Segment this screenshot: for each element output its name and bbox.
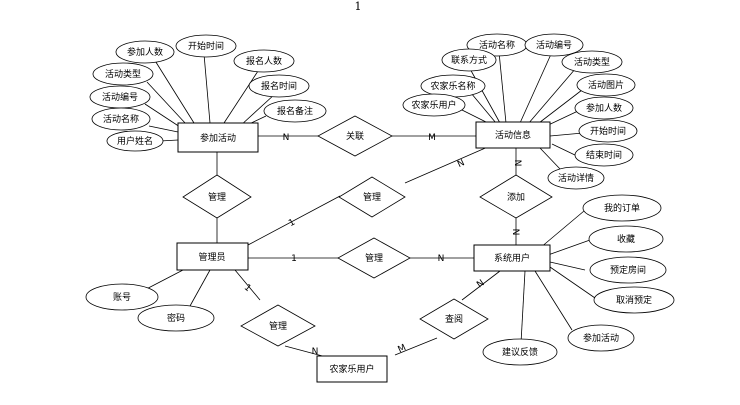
card-assoc-activity: M — [428, 133, 436, 143]
relation-join-manage-label: 管理 — [208, 191, 226, 203]
card-farm-mgr-farm: N — [312, 347, 319, 357]
attr-user-my-orders: 我的订单 — [604, 202, 640, 214]
attr-join-activity-type: 活动类型 — [105, 68, 141, 80]
attrs-join-activity-labels: 参加人数 开始时间 报名人数 活动类型 报名时间 活动编号 报名备注 活动名称 … — [102, 40, 313, 147]
attr-join-activity-name: 活动名称 — [103, 113, 139, 125]
attr-info-participants: 参加人数 — [586, 102, 622, 114]
page-number: 1 — [355, 0, 362, 13]
attr-info-end-time: 结束时间 — [586, 149, 622, 161]
attr-info-details: 活动详情 — [558, 172, 594, 184]
relation-assoc-label: 关联 — [346, 130, 364, 142]
attr-info-contact: 联系方式 — [451, 54, 487, 66]
entity-join-activity-label: 参加活动 — [200, 132, 236, 144]
attr-info-activity-name: 活动名称 — [479, 39, 515, 51]
attr-join-activity-id: 活动编号 — [102, 91, 138, 103]
attr-admin-password: 密码 — [167, 312, 185, 324]
attr-user-favorites: 收藏 — [617, 233, 635, 245]
card-mgr-user: N — [438, 254, 445, 264]
attr-info-activity-type: 活动类型 — [574, 56, 610, 68]
attrs-activity-info-labels: 活动名称 活动编号 联系方式 活动类型 农家乐名称 活动图片 农家乐用户 参加人… — [411, 39, 626, 184]
entity-activity-info-label: 活动信息 — [495, 129, 531, 141]
card-add-user: N — [510, 229, 520, 236]
card-user-query: N — [475, 278, 486, 290]
attr-info-farm-name: 农家乐名称 — [430, 80, 475, 92]
relation-admin-user-label: 管理 — [365, 252, 383, 264]
entity-system-user-label: 系统用户 — [494, 252, 530, 264]
attribute-lines — [130, 51, 596, 344]
attr-join-signup-time: 报名时间 — [261, 80, 297, 92]
attr-user-cancel-booking: 取消预定 — [616, 294, 652, 306]
entity-system-user: 系统用户 — [473, 244, 551, 272]
attrs-system-user — [482, 194, 675, 366]
cardinalities: N M N N N 1 1 N 1 N N M — [242, 133, 522, 357]
entity-farm-user-label: 农家乐用户 — [329, 363, 374, 375]
relation-query: 查阅 — [419, 298, 489, 340]
attr-info-activity-id: 活动编号 — [536, 39, 572, 51]
attrs-admin-labels: 账号 密码 — [113, 292, 185, 324]
entity-activity-info: 活动信息 — [475, 121, 551, 149]
relation-admin-activity: 管理 — [338, 176, 406, 218]
entity-join-activity: 参加活动 — [177, 122, 259, 153]
attr-user-join-activity: 参加活动 — [583, 332, 619, 344]
attr-admin-account: 账号 — [113, 292, 131, 303]
attr-user-book-room: 预定房间 — [610, 264, 646, 276]
card-query-farm: M — [397, 343, 408, 355]
relationship-lines — [216, 135, 517, 359]
card-admin-mgr: 1 — [291, 254, 297, 264]
relation-admin-user: 管理 — [337, 237, 411, 279]
attr-join-signup-count: 报名人数 — [246, 55, 282, 67]
attr-join-start-time: 开始时间 — [188, 40, 224, 52]
relation-assoc: 关联 — [317, 115, 393, 157]
attrs-system-user-labels: 我的订单 收藏 预定房间 取消预定 参加活动 建议反馈 — [502, 202, 652, 358]
attr-user-feedback: 建议反馈 — [502, 346, 538, 358]
card-mgr-admin: 1 — [287, 217, 297, 229]
relation-add: 添加 — [479, 174, 553, 219]
attrs-admin — [85, 283, 215, 332]
relation-admin-activity-label: 管理 — [363, 191, 381, 203]
card-admin-farm-mgr: 1 — [242, 283, 253, 294]
attr-info-farm-user: 农家乐用户 — [411, 99, 456, 111]
attr-join-signup-note: 报名备注 — [277, 105, 313, 117]
relation-query-label: 查阅 — [445, 313, 463, 325]
relation-join-manage: 管理 — [182, 174, 252, 219]
attrs-activity-info — [402, 33, 638, 190]
entity-admin: 管理员 — [176, 242, 249, 271]
card-join-assoc: N — [283, 133, 290, 143]
relation-add-label: 添加 — [507, 192, 525, 203]
attrs-join-activity — [89, 34, 327, 152]
entity-farm-user: 农家乐用户 — [316, 355, 388, 383]
card-activity-mgr: N — [456, 158, 466, 170]
attr-join-user-name: 用户姓名 — [117, 135, 153, 147]
relation-admin-farm: 管理 — [240, 304, 316, 347]
attr-join-participants: 参加人数 — [127, 46, 163, 58]
relation-admin-farm-label: 管理 — [269, 320, 287, 332]
attr-info-activity-image: 活动图片 — [588, 79, 624, 91]
entity-admin-label: 管理员 — [198, 251, 225, 263]
attr-info-start-time: 开始时间 — [590, 125, 626, 137]
card-activity-add: N — [512, 160, 522, 167]
